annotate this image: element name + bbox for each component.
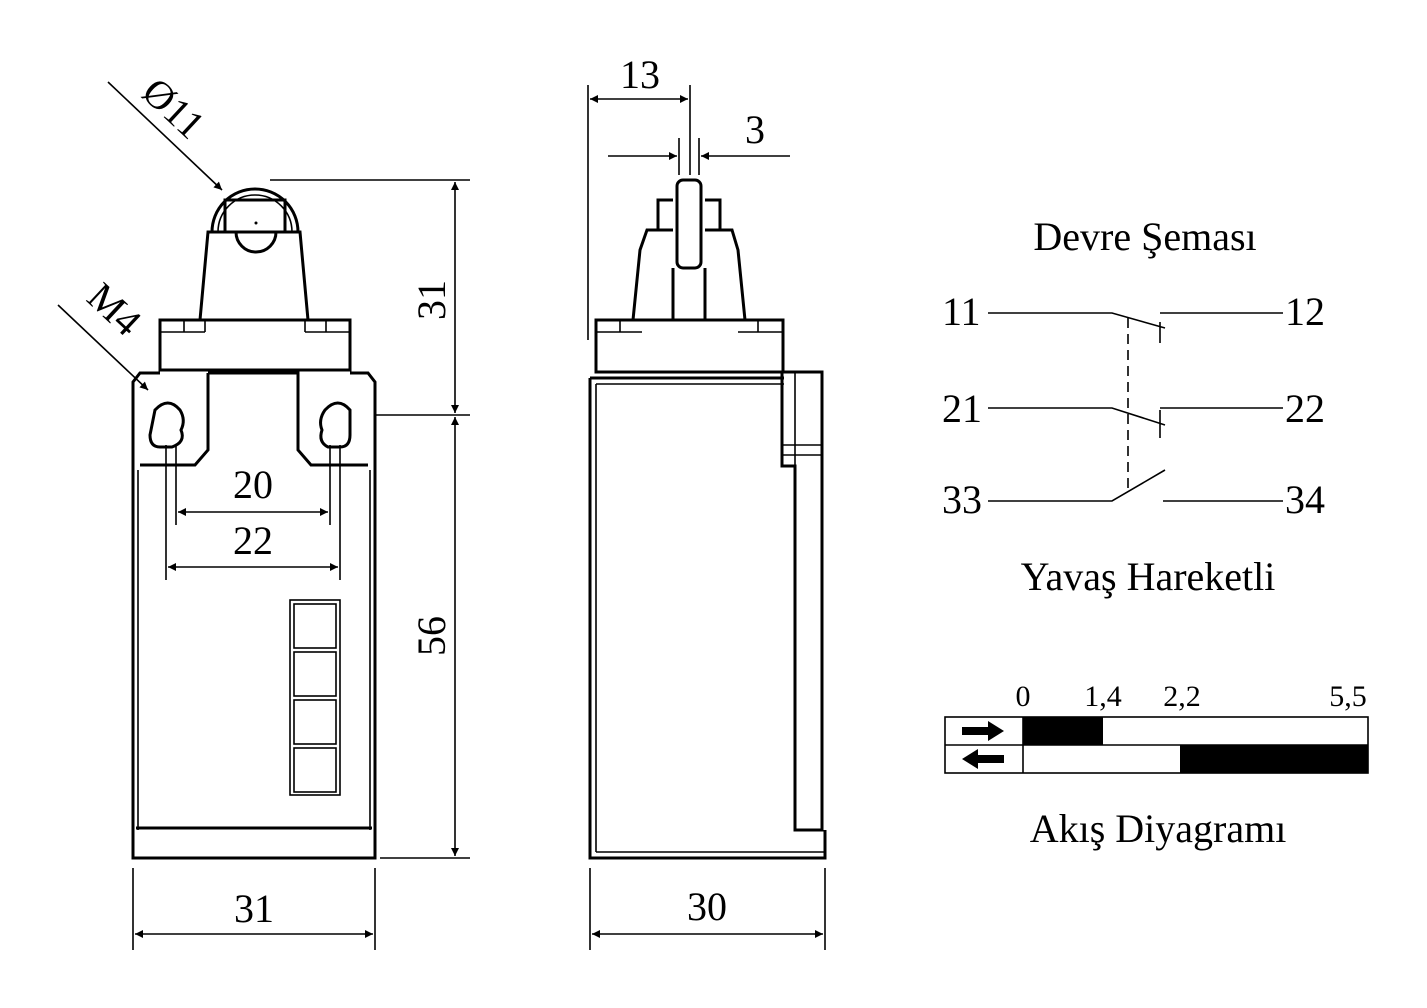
- scale-label-0: 0: [1016, 680, 1031, 713]
- arrow-left-icon: [962, 749, 1004, 769]
- dim-roller-diameter: Ø11: [134, 69, 214, 148]
- dim-top-height: 31: [409, 280, 454, 320]
- circuit-subtitle: Yavaş Hareketli: [1021, 554, 1276, 599]
- scale-label-5-5: 5,5: [1329, 680, 1367, 713]
- roller-side: [675, 178, 703, 270]
- arrow-right-icon: [962, 721, 1004, 741]
- contact-no: [988, 469, 1283, 502]
- terminal-33: 33: [942, 477, 982, 522]
- closed-segment-return: [1180, 745, 1368, 773]
- dim-width: 31: [234, 886, 274, 931]
- body-side: [588, 376, 827, 860]
- cover-flange: [780, 370, 824, 832]
- dim-offset: 13: [620, 52, 660, 97]
- terminal-12: 12: [1285, 289, 1325, 334]
- side-view: 13 3 30: [587, 52, 827, 950]
- mounting-hole-right: [319, 401, 352, 449]
- circuit-diagram: Devre Şeması 11 12 21 22 33 34 Yavaş Har…: [942, 214, 1325, 599]
- contact-nc-2: [988, 407, 1283, 438]
- roller-outline: [210, 187, 300, 233]
- dim-roller-width: 3: [745, 107, 765, 152]
- terminal-11: 11: [942, 289, 981, 334]
- contact-nc-1: [988, 312, 1283, 343]
- terminal-34: 34: [1285, 477, 1325, 522]
- head-side: [594, 318, 785, 374]
- closed-segment-forward: [1023, 717, 1103, 745]
- terminal-22: 22: [1285, 386, 1325, 431]
- head-block: [158, 318, 352, 372]
- dim-depth: 30: [687, 884, 727, 929]
- logo: [289, 599, 341, 796]
- front-view: Ø11 M4 31 56 20 22 31: [57, 69, 470, 950]
- circuit-title: Devre Şeması: [1033, 214, 1256, 259]
- flow-title: Akış Diyagramı: [1030, 806, 1287, 851]
- scale-label-2-2: 2,2: [1163, 680, 1201, 713]
- flow-diagram: 0 1,4 2,2 5,5 Akış Diyagramı: [944, 680, 1369, 851]
- mounting-hole-left: [148, 401, 185, 449]
- scale-label-1-4: 1,4: [1084, 680, 1122, 713]
- dim-body-height: 56: [409, 616, 454, 656]
- dim-hole-spacing-inner: 20: [233, 462, 273, 507]
- dim-hole-spacing-outer: 22: [233, 518, 273, 563]
- plunger-side: [631, 228, 747, 321]
- terminal-21: 21: [942, 386, 982, 431]
- plunger: [198, 230, 310, 322]
